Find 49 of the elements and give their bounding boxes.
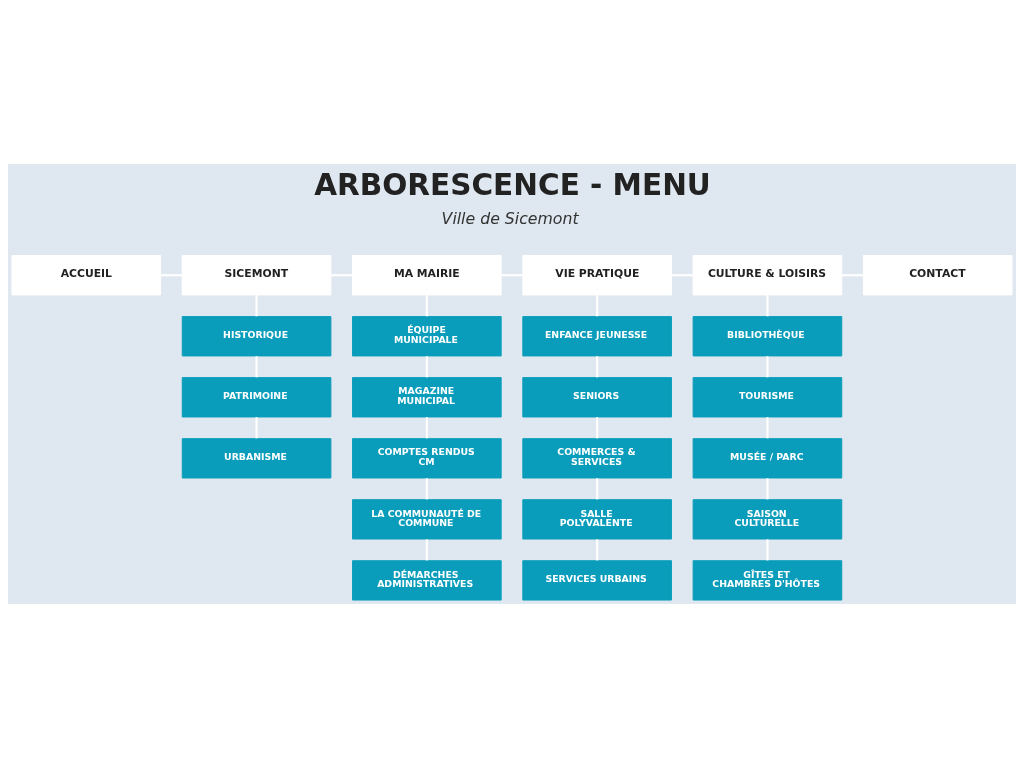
node-box: MAGAZINE MUNICIPAL	[352, 377, 502, 418]
connector	[255, 295, 258, 317]
connector	[425, 295, 428, 317]
connector	[160, 274, 183, 277]
node-box: HISTORIQUE	[181, 316, 332, 357]
node-box: MA MAIRIE	[352, 255, 502, 296]
connector	[766, 539, 769, 561]
connector	[671, 274, 693, 277]
connector	[596, 295, 599, 317]
connector	[596, 478, 599, 500]
label: Ville de Sicemont	[441, 208, 579, 228]
connector	[766, 295, 769, 317]
connector	[255, 356, 258, 378]
node-box: TOURISME	[692, 377, 843, 418]
diagram-title: ARBORESCENCE - MENU	[314, 167, 711, 202]
connector	[841, 274, 864, 277]
connector	[501, 274, 523, 277]
node-box: ÉQUIPE MUNICIPALE	[352, 316, 502, 357]
node-box: CULTURE & LOISIRS	[692, 255, 843, 296]
connector	[425, 539, 428, 561]
node-box: CONTACT	[862, 255, 1013, 296]
node-box: URBANISME	[181, 438, 332, 479]
connector	[596, 356, 599, 378]
node-box: SENIORS	[522, 377, 672, 418]
node-box: BIBLIOTHÈQUE	[692, 316, 843, 357]
node-box: SAISON CULTURELLE	[692, 499, 843, 540]
node-box: SICEMONT	[181, 255, 332, 296]
connector	[596, 417, 599, 439]
connector	[425, 356, 428, 378]
connector	[255, 417, 258, 439]
node-box: SALLE POLYVALENTE	[522, 499, 672, 540]
node-box: GÎTES ET CHAMBRES D'HÔTES	[692, 560, 843, 601]
node-box: LA COMMUNAUTÉ DE COMMUNE	[352, 499, 502, 540]
node-box: VIE PRATIQUE	[522, 255, 672, 296]
connector	[766, 417, 769, 439]
node-box: MUSÉE / PARC	[692, 438, 843, 479]
connector	[766, 356, 769, 378]
node-box: ACCUEIL	[11, 255, 162, 296]
connector	[425, 478, 428, 500]
connector	[596, 539, 599, 561]
node-box: COMPTES RENDUS CM	[352, 438, 502, 479]
node-box: DÉMARCHES ADMINISTRATIVES	[352, 560, 502, 601]
node-box: SERVICES URBAINS	[522, 560, 672, 601]
connector	[425, 417, 428, 439]
connector	[331, 274, 353, 277]
node-box: ENFANCE JEUNESSE	[522, 316, 672, 357]
node-box: PATRIMOINE	[181, 377, 332, 418]
node-box: COMMERCES & SERVICES	[522, 438, 672, 479]
connector	[766, 478, 769, 500]
